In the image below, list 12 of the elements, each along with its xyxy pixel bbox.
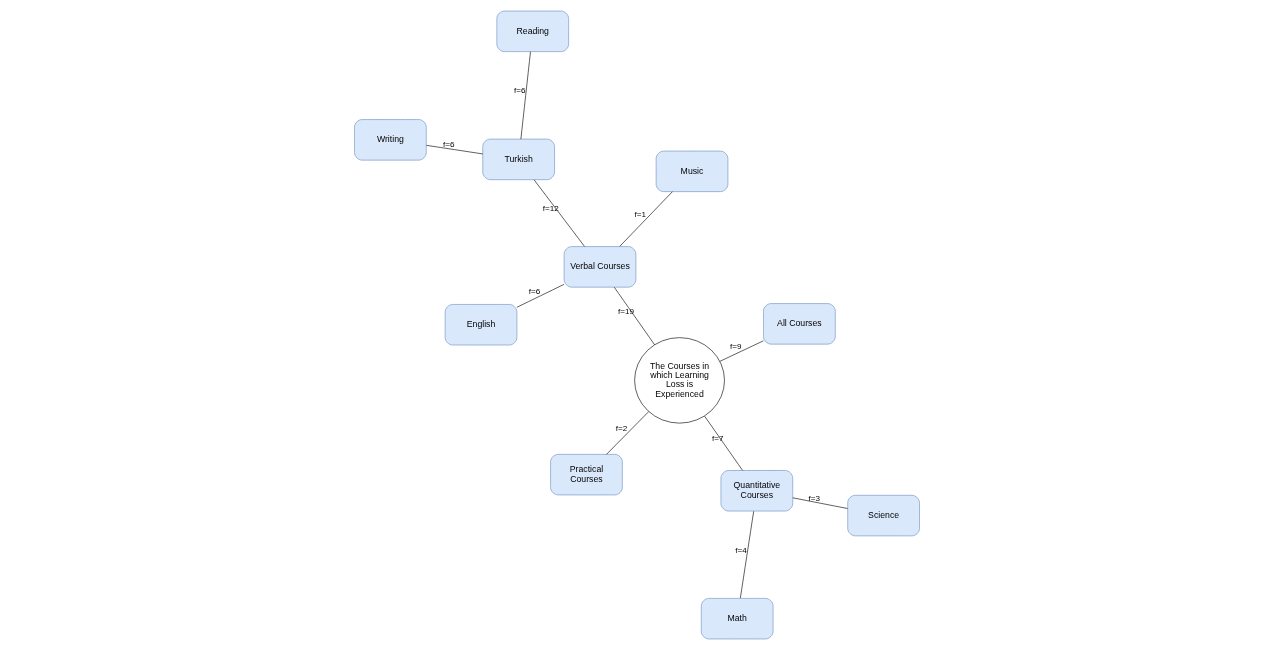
node-circle: The Courses in which Learning Loss is Experienced (633, 337, 725, 424)
node-box: Science (846, 495, 920, 537)
node-box: Music (655, 150, 728, 192)
node-box: Reading (496, 10, 569, 52)
node-box: Verbal Courses (563, 246, 636, 288)
node-box: English (444, 304, 517, 346)
node-box: All Courses (762, 303, 836, 345)
node-box: Practical Courses (549, 454, 623, 496)
node-box: Math (700, 598, 773, 640)
node-box: Writing (353, 119, 427, 161)
node-box: Quantitative Courses (720, 470, 793, 512)
node-box: Turkish (481, 138, 555, 180)
